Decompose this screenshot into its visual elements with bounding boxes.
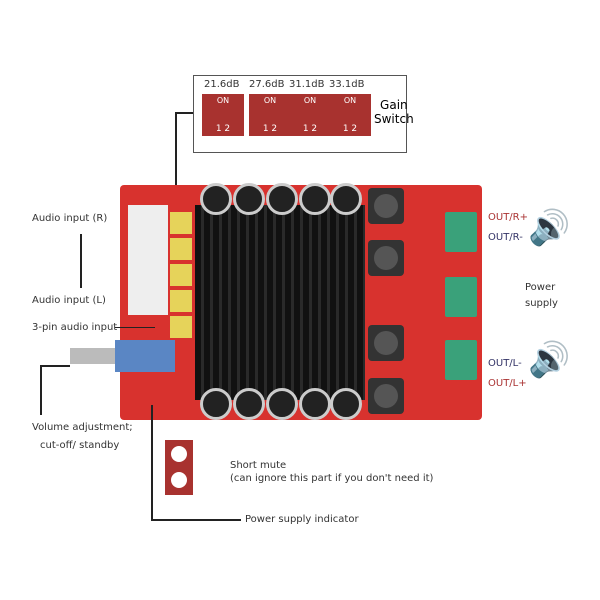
volume-knob-shaft (70, 348, 115, 364)
heatsink (195, 205, 365, 400)
out-l-minus-label: OUT/L- (488, 358, 522, 369)
speaker-left-icon: 🔊 (528, 340, 571, 380)
gain-label: 27.6dB (249, 79, 285, 90)
terminal-out-l (445, 340, 477, 380)
gain-label: 31.1dB (289, 79, 325, 90)
speaker-right-icon: 🔊 (528, 208, 571, 248)
volume-label-1: Volume adjustment; (32, 422, 133, 433)
volume-potentiometer (115, 340, 175, 372)
out-r-plus-label: OUT/R+ (488, 212, 528, 223)
short-mute-note: (can ignore this part if you don't need … (230, 473, 434, 484)
volume-label-2: cut-off/ standby (40, 440, 120, 451)
out-r-minus-label: OUT/R- (488, 232, 523, 243)
short-mute-label: Short mute (230, 460, 287, 471)
terminal-out-r (445, 212, 477, 252)
terminal-power (445, 277, 477, 317)
audio-input-l-label: Audio input (L) (32, 295, 106, 306)
gain-label: 33.1dB (329, 79, 365, 90)
audio-input-r-label: Audio input (R) (32, 213, 108, 224)
out-l-plus-label: OUT/L+ (488, 378, 527, 389)
power-label-1: Power (525, 282, 556, 293)
three-pin-label: 3-pin audio input (32, 322, 118, 333)
gain-label: 21.6dB (204, 79, 240, 90)
power-label-2: supply (525, 298, 558, 309)
power-indicator-label: Power supply indicator (245, 514, 359, 525)
rca-jacks (128, 205, 168, 315)
